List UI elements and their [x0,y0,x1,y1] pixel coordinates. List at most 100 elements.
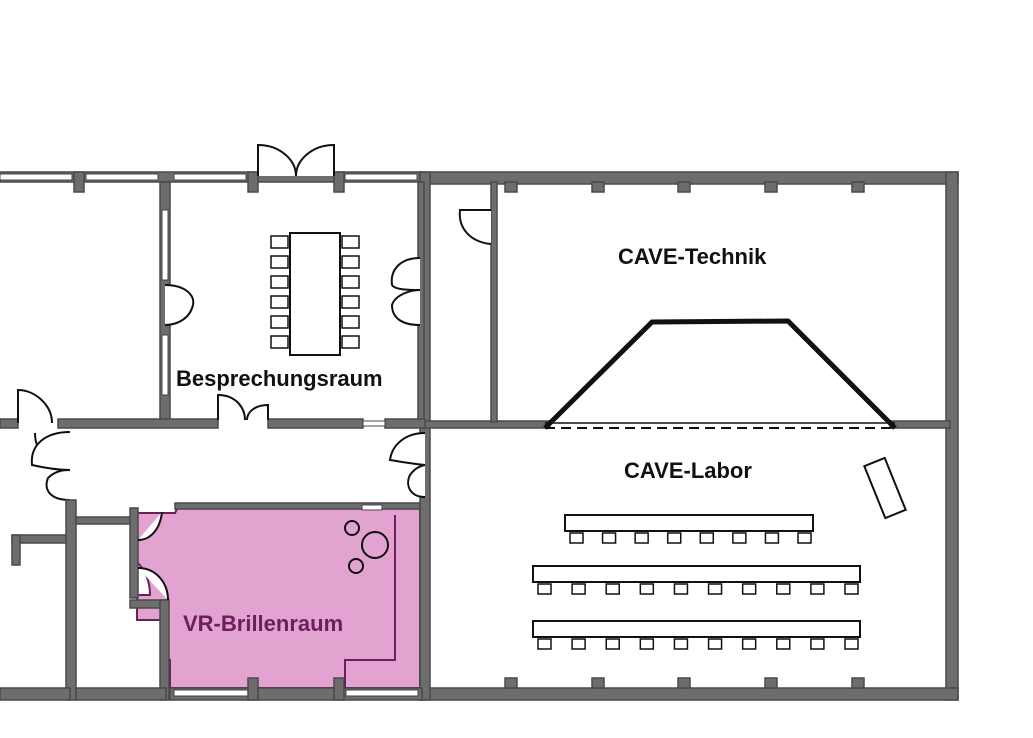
cave-projection-frame [543,318,897,430]
wall-pillar [504,181,518,193]
window [0,173,73,181]
door[interactable] [257,143,297,177]
room-label-meeting: Besprechungsraum [176,366,383,391]
wall-lower [11,534,21,566]
seat [673,638,689,650]
door[interactable] [390,257,421,326]
wall-pillar [333,677,345,701]
wall-vr-top [174,502,421,510]
door[interactable] [246,403,269,421]
wall-cave-divider [419,420,551,429]
wall-lower [75,516,137,525]
wall-corridor-top [57,418,219,429]
wall-lower [159,599,170,701]
seat [639,638,655,650]
door[interactable] [17,388,53,424]
door[interactable] [458,209,492,245]
seat [605,638,620,650]
seating-table [532,620,861,638]
room-label-cave-labor: CAVE-Labor [624,458,752,483]
room-label-cave-technik: CAVE-Technik [618,244,767,269]
seat [569,532,584,544]
window [362,420,386,427]
seat [707,583,723,595]
wall-corridor-top [0,418,19,429]
seat [732,532,747,544]
wall-pillar [591,181,605,193]
seat [810,583,825,595]
wall-right-side [945,171,959,701]
seat [639,583,655,595]
seat [844,583,859,595]
wall-pillar [247,677,259,701]
seat [764,532,780,544]
meeting-table [270,232,360,356]
wall-pillar [591,677,605,689]
wall-pillar [764,677,778,689]
seat [776,583,791,595]
wall-pillar [333,171,345,193]
seat [699,532,715,544]
door[interactable] [388,432,426,466]
wall-pillar [851,181,865,193]
door[interactable] [137,511,163,541]
seat [571,638,586,650]
seat [741,638,757,650]
seat [844,638,859,650]
wall-right-bottom [419,687,959,701]
seat [673,583,689,595]
seat [601,532,617,544]
seat [810,638,825,650]
seat [537,638,552,650]
wall-pillar [73,171,85,193]
window [161,334,169,396]
wall-pillar [764,181,778,193]
door[interactable] [45,469,71,501]
wall-inner [490,181,498,423]
vr-marker-circle [344,520,360,536]
wall-lower [129,507,139,599]
wall-cave-divider [889,420,951,429]
door[interactable] [164,284,195,326]
vr-marker-circle [348,558,364,574]
seating-table [564,514,814,532]
window [345,689,419,697]
seat [666,532,682,544]
wall-lower [75,687,167,701]
vr-marker-circle [361,531,389,559]
wall-pillar [677,181,691,193]
wall-corridor-top [384,418,426,429]
door[interactable] [137,567,169,601]
room-label-vr: VR-Brillenraum [183,611,343,636]
wall-pillar [247,171,259,193]
window [173,173,247,181]
window [344,173,418,181]
seat [797,532,812,544]
seat [571,583,586,595]
wall-lower [0,687,71,701]
seating-rows [532,514,861,650]
window [173,689,249,697]
seat [605,583,620,595]
window [361,504,383,511]
seat [634,532,649,544]
seat [537,583,552,595]
vr-partition [344,515,396,688]
wall-corridor-top [267,418,364,429]
window [85,173,159,181]
seat [776,638,791,650]
door[interactable] [407,464,426,498]
window [161,209,169,281]
equipment-box [863,456,907,520]
door[interactable] [30,431,71,471]
wall-pillar [851,677,865,689]
wall-lower [65,499,77,701]
door[interactable] [217,393,246,421]
door[interactable] [295,143,335,177]
wall-pillar [677,677,691,689]
seat [741,583,757,595]
wall-pillar [504,677,518,689]
seating-table [532,565,861,583]
seat [707,638,723,650]
